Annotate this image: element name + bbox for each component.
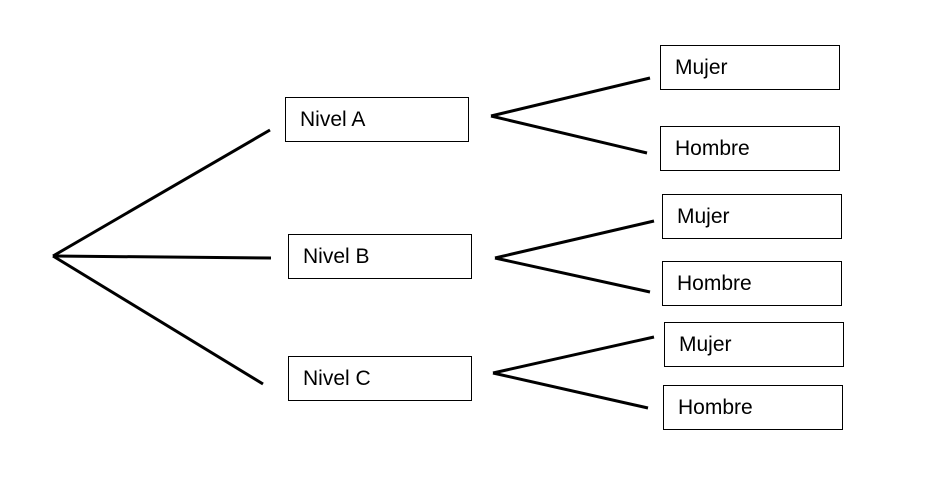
leaf-nivel-b-mujer: Mujer [662,194,842,239]
node-nivel-a: Nivel A [285,97,469,142]
node-nivel-b: Nivel B [288,234,472,279]
leaf-nivel-c-mujer: Mujer [664,322,844,367]
leaf-nivel-a-mujer: Mujer [660,45,840,90]
leaf-label: Hombre [675,136,750,160]
leaf-label: Hombre [677,271,752,295]
leaf-label: Mujer [677,204,730,228]
node-nivel-c-label: Nivel C [303,366,371,390]
node-nivel-a-label: Nivel A [300,107,366,131]
edge-nivel-c-to-mujer [492,335,655,375]
edge-nivel-c-to-hombre [492,371,649,410]
leaf-label: Mujer [679,332,732,356]
leaf-label: Mujer [675,55,728,79]
leaf-nivel-a-hombre: Hombre [660,126,840,171]
edge-nivel-a-to-mujer [490,76,651,118]
node-nivel-b-label: Nivel B [303,244,370,268]
edge-nivel-b-to-mujer [494,219,655,260]
edge-nivel-a-to-hombre [490,114,648,155]
edge-root-to-nivel-c [52,254,264,386]
edge-root-to-nivel-b [52,254,272,260]
leaf-label: Hombre [678,395,753,419]
edge-nivel-b-to-hombre [494,256,651,294]
leaf-nivel-b-hombre: Hombre [662,261,842,306]
edge-root-to-nivel-a [52,128,271,258]
node-nivel-c: Nivel C [288,356,472,401]
leaf-nivel-c-hombre: Hombre [663,385,843,430]
